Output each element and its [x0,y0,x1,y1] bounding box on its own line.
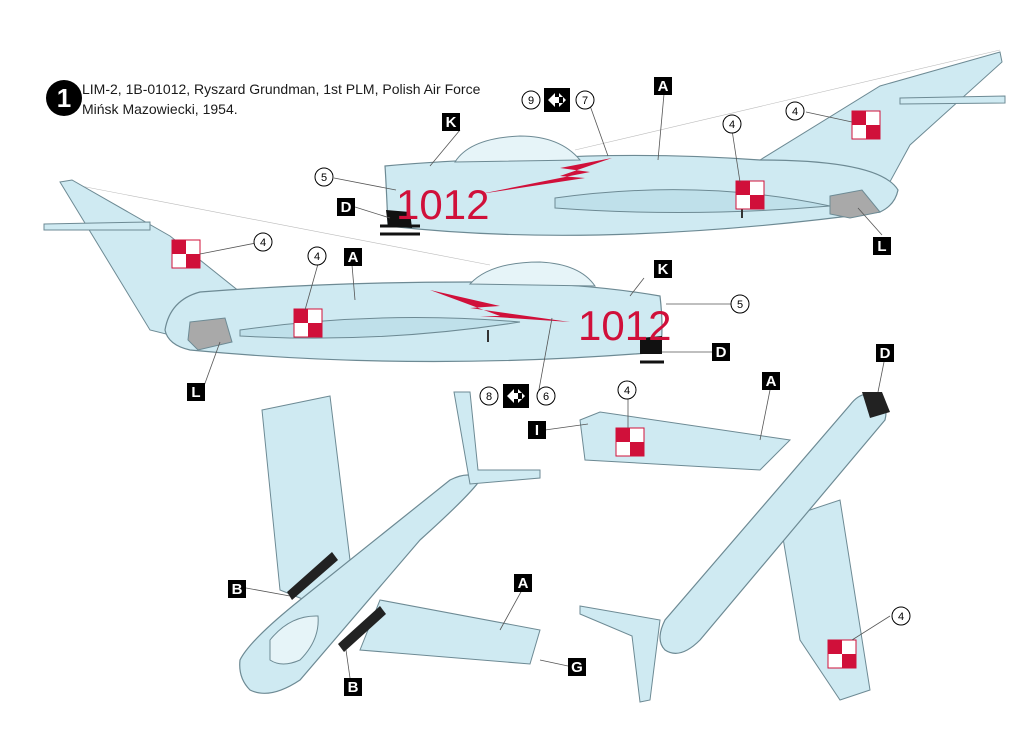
svg-text:D: D [880,345,891,362]
callout-6: 6 [536,386,556,406]
label-l-1: L [873,237,891,255]
callout-7: 7 [575,90,595,110]
svg-text:4: 4 [314,251,320,263]
walkway-stripe-left [287,552,338,600]
wing-bottom-right [779,499,871,701]
label-b-2: B [344,678,362,696]
checker-fin-left [171,239,201,269]
exhaust-panel-right [829,189,881,219]
tail-guide-line-left [59,181,491,266]
plan-view-top [239,391,541,694]
tailplane-right [899,95,1006,105]
label-b-1: B [228,580,246,598]
plate-number-badge: 1 [46,80,82,116]
label-d-2: D [712,343,730,361]
label-d-1: D [337,198,355,216]
tail-guide-line [574,49,1001,151]
exhaust-panel-left [187,317,233,351]
lightning-flash-right [480,158,612,194]
callout-leaders [199,93,891,679]
svg-text:7: 7 [582,95,588,107]
svg-text:8: 8 [486,391,492,403]
svg-text:A: A [766,373,777,390]
aircraft-code-left: 1012 [578,302,671,349]
canopy-left [468,261,596,287]
svg-text:9: 9 [528,95,534,107]
left-right-arrow-icon [544,88,570,112]
label-k-2: K [654,260,672,278]
callout-4-fuselage-left: 4 [307,246,327,266]
intake-band-left [640,336,662,354]
caption-line-1: LIM-2, 1B-01012, Ryszard Grundman, 1st P… [82,81,481,97]
nose-band-bottom [862,392,890,418]
profile-right-side: 1012 [380,49,1006,236]
canopy-top [269,615,319,665]
number-callouts: 4 4 4 4 4 4 5 5 6 7 8 9 [253,90,911,626]
wing-top-left [261,395,351,601]
svg-text:A: A [518,575,529,592]
label-a-3: A [762,372,780,390]
svg-text:B: B [348,679,359,696]
callout-5-right: 5 [314,167,334,187]
wing-top-right [359,599,541,665]
plate-caption: LIM-2, 1B-01012, Ryszard Grundman, 1st P… [82,79,480,119]
svg-text:6: 6 [543,391,549,403]
tail-top [453,391,541,485]
label-k-1: K [442,113,460,131]
svg-text:B: B [232,581,243,598]
svg-text:4: 4 [260,237,266,249]
svg-text:D: D [716,344,727,361]
svg-text:G: G [571,659,583,676]
canopy-right [454,135,582,163]
callout-8: 8 [479,386,499,406]
svg-text:5: 5 [321,172,327,184]
callout-5-left: 5 [730,294,750,314]
plan-view-bottom [579,392,890,703]
label-a-2: A [344,248,362,266]
profile-left-side: 1012 [43,179,671,364]
callout-4-underwing-left: 4 [617,380,637,400]
label-i: I [528,421,546,439]
label-d-3: D [876,344,894,362]
callout-4-fin-left: 4 [253,232,273,252]
label-g: G [568,658,586,676]
checker-fin-right [851,110,881,140]
svg-text:4: 4 [624,385,630,397]
intake-band-right [386,210,412,228]
checker-fuselage-left [293,308,323,338]
svg-text:D: D [341,199,352,216]
callout-9: 9 [521,90,541,110]
svg-text:A: A [348,249,359,266]
label-l-2: L [187,383,205,401]
svg-text:L: L [191,384,200,401]
svg-text:A: A [658,78,669,95]
checker-underwing-right [827,639,857,669]
checker-underwing-left [615,427,645,457]
label-a-1: A [654,77,672,95]
svg-text:5: 5 [737,299,743,311]
svg-text:4: 4 [898,611,904,623]
callout-4-fuselage-right: 4 [722,114,742,134]
svg-text:K: K [446,114,457,131]
walkway-stripe-right [338,606,386,652]
lightning-flash-left [430,290,570,322]
svg-text:4: 4 [792,106,798,118]
aircraft-code-right: 1012 [396,181,489,228]
svg-text:L: L [877,238,886,255]
left-right-arrow-icon [503,384,529,408]
letter-labels: A A A A B B D D D G I K K L L [187,77,894,696]
caption-line-2: Mińsk Mazowiecki, 1954. [82,101,238,117]
callout-4-underwing-right: 4 [891,606,911,626]
label-a-4: A [514,574,532,592]
svg-text:4: 4 [729,119,735,131]
svg-text:K: K [658,261,669,278]
svg-text:I: I [535,422,539,439]
callout-4-fin-right: 4 [785,101,805,121]
tail-bottom [579,605,661,703]
tailplane-left [43,221,151,231]
checker-fuselage-right [735,180,765,210]
wing-bottom-left [579,411,792,471]
